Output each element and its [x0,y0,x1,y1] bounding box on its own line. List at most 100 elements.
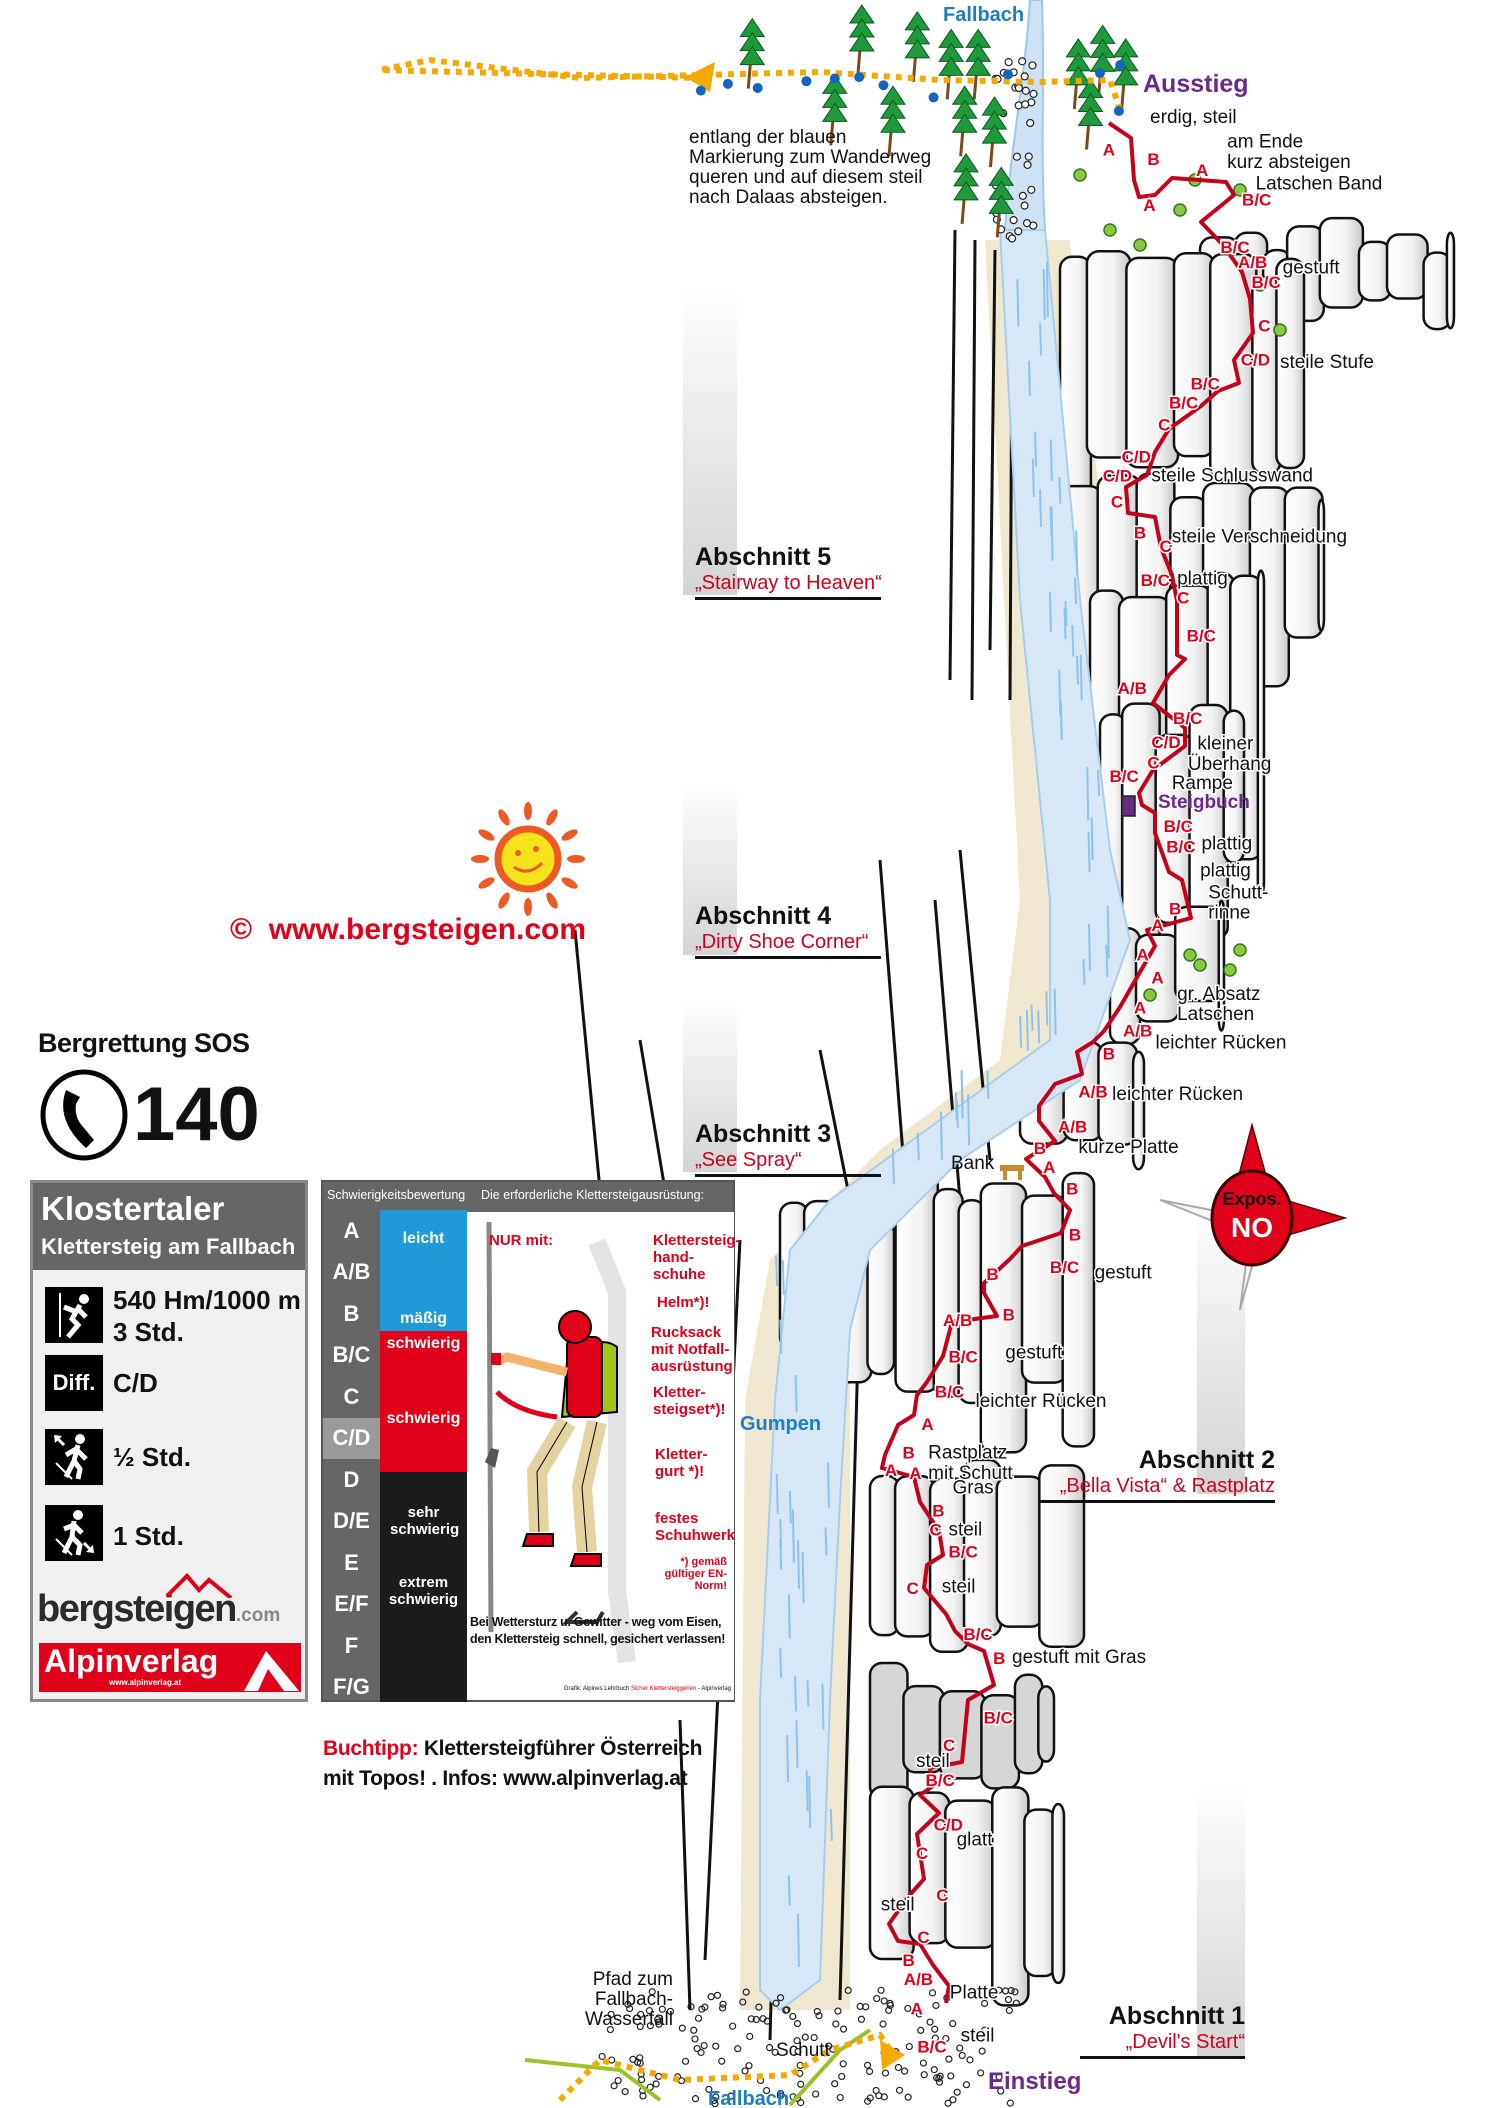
grade-label: B [1103,1044,1115,1063]
scree-stone [1004,57,1013,67]
route-note: leichter Rücken [1112,1084,1243,1105]
approach-arrow [880,2040,905,2070]
scree-stone [901,2067,909,2075]
section-title: Abschnitt 2 [1138,1446,1275,1474]
route-note: leichter Rücken [976,1391,1107,1412]
band-hard [380,1331,467,1472]
bergsteigen-logo[interactable]: bergsteigen.com [37,1573,280,1631]
scree-stone [636,2010,645,2019]
water-streak [1050,506,1054,561]
band-label-schwierig: schwierig [386,1335,461,1352]
book-tip-line[interactable]: mit Topos! . Infos: www.alpinverlag.at [323,1767,688,1790]
water-streak [1030,1004,1034,1031]
scree-stone [894,2063,903,2072]
scree-stone [755,2003,763,2011]
water-streak [891,1148,895,1185]
sun-ray [498,892,510,909]
band-label-maessig: mäßig [399,1310,448,1327]
scree-stone [956,2044,964,2052]
water-streak [1075,530,1079,577]
scree-stone [872,2086,880,2095]
copyright-link[interactable]: © www.bergsteigen.com [230,913,587,946]
grade-label: A [911,2000,923,2019]
sun-ray [546,892,558,909]
tree-icon [951,85,978,157]
route-note: Gras [953,1478,994,1499]
water-streak [1059,701,1063,740]
path-note-line: Pfad zum [592,1969,673,1990]
water-streak [829,1809,833,1841]
sun-ray [498,809,510,826]
cliff-line [678,1719,692,2011]
scree-stone [705,2085,713,2093]
grade-label: B/C [1252,273,1281,292]
scree-stone [1007,234,1017,243]
water-streak [791,1509,795,1563]
scree-stone [782,2006,790,2014]
scree-stone [962,2081,971,2089]
scree-stone [691,2035,699,2043]
water-streak [960,1069,964,1119]
compass-label: Expos. [1222,1189,1281,1209]
water-streak [1082,958,1086,985]
route-note: steil [948,1520,982,1541]
book-tip: Buchtipp: Klettersteigführer Österreich … [323,1734,703,1794]
equipment-backpack: Rucksack mit Notfall-ausrüstung [651,1324,733,1375]
credit-prefix: Grafik: Alpines Lehrbuch [563,1686,631,1692]
tree-icon [821,74,848,146]
scree-stone [1014,101,1023,110]
water-streak [779,1647,783,1678]
scree-stone [995,2073,1003,2081]
grade-label: B/C [1141,571,1170,590]
grade-label: C [1158,415,1170,434]
scree-stone [919,2059,928,2067]
scree-stone [839,2025,848,2033]
grade-label: B/C [948,1347,977,1366]
grade-label: B/C [1166,837,1195,856]
scree-stone [995,1986,1003,1994]
via-ferrata-route [880,121,1255,2004]
grade-row: C [343,1383,360,1409]
scree-stone [881,2069,890,2077]
grade-label: A [1151,916,1163,935]
scree-stone [1022,219,1032,228]
water-streak [1031,458,1035,498]
scree-stone [926,2018,934,2026]
bench-label: Bank [951,1153,995,1174]
descent-note-line: entlang der blauen [689,127,847,148]
band-very-hard [380,1472,467,1702]
water-streak [1087,831,1091,873]
alpinverlag-logo[interactable]: Alpinverlag www.alpinverlag.at [39,1643,301,1692]
grade-label: C [917,1928,929,1947]
grade-label: C [930,1521,942,1540]
mountain-logo-icon [165,1573,233,1598]
bush-icon [1183,948,1197,962]
bush-icon [1193,958,1207,972]
scree-stone [771,2048,779,2056]
scree-stone [915,2010,923,2018]
scree-stone [801,2033,809,2041]
route-note: Rastplatz [928,1443,1007,1464]
section-bar [683,290,737,595]
blue-marker-dot [878,80,889,91]
grade-label: B [1134,523,1146,542]
route-note: steile Schlusswand [1151,466,1313,487]
descent-hiker-icon [45,1505,103,1561]
scree-stone [763,2017,771,2025]
grade-label: C [1160,537,1172,556]
descent-note: entlang der blauen Markierung zum Wander… [689,128,931,208]
duration: 3 Std. [113,1317,184,1347]
scree-stone [812,2090,820,2098]
scree-stone [718,2057,726,2065]
warning-line: Bei Wettersturz u. Gewitter - weg vom Ei… [470,1615,722,1629]
blue-marker-dot [928,92,939,103]
hiking-paths [379,56,1123,2103]
logo-bergsteigen-text: bergsteigen [37,1588,237,1630]
scree-stone [997,2087,1005,2095]
descent-time: 1 Std. [113,1521,184,1551]
scree-stone [1024,152,1033,161]
band-label-sehr-schwierig: sehr schwierig [390,1504,460,1538]
sos-number: 140 [133,1072,260,1157]
section-title: Abschnitt 3 [695,1120,832,1148]
scree-stone [752,2015,760,2024]
